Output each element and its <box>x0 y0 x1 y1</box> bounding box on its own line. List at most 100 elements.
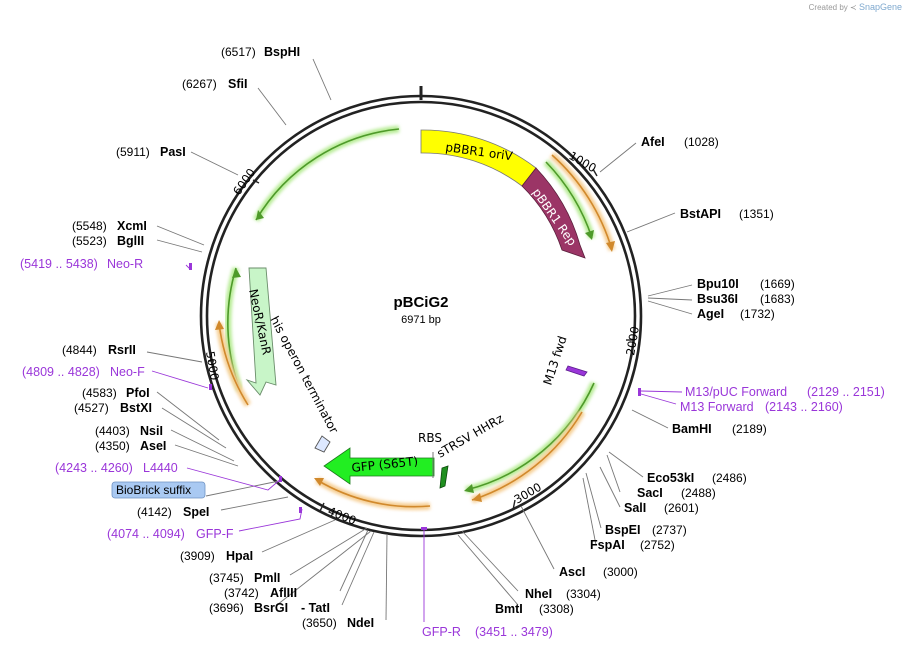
site-name-pasi[interactable]: PasI <box>160 145 186 159</box>
site-name-spei[interactable]: SpeI <box>183 505 209 519</box>
site-name-ndei[interactable]: NdeI <box>347 616 374 630</box>
site-name-bmti[interactable]: BmtI <box>495 602 523 616</box>
primer-gfp-r[interactable]: GFP-R <box>422 625 461 639</box>
primer-range: (2129 .. 2151) <box>807 385 885 399</box>
primer-l4440[interactable]: L4440 <box>143 461 178 475</box>
site-name-xcmi[interactable]: XcmI <box>117 219 147 233</box>
site-name-nhei[interactable]: NheI <box>525 587 552 601</box>
site-name-tati[interactable]: - TatI <box>301 601 330 615</box>
site-pos: (1351) <box>739 207 774 221</box>
site-pos: (3745) <box>209 571 244 585</box>
primer-neo-f[interactable]: Neo-F <box>110 365 145 379</box>
site-pos: (3000) <box>603 565 638 579</box>
site-name-asei[interactable]: AseI <box>140 439 166 453</box>
feature-pbbr1-rep[interactable] <box>521 167 586 259</box>
primer-m13-forward[interactable]: M13 Forward <box>680 400 754 414</box>
site-name-bpu10i[interactable]: Bpu10I <box>697 277 739 291</box>
site-pos: (3909) <box>180 549 215 563</box>
orf-arc-orange-bottom <box>471 411 583 501</box>
site-pos: (6517) <box>221 45 256 59</box>
primer-m13-puc-forward[interactable]: M13/pUC Forward <box>685 385 787 399</box>
tick-label-2000: 2000 <box>623 325 642 356</box>
orf-arc-orange-right <box>551 154 613 251</box>
tick-4000 <box>319 502 325 512</box>
orf-arc-bottom-right <box>465 382 595 491</box>
site-name-nsii[interactable]: NsiI <box>140 424 163 438</box>
site-pos: (4142) <box>137 505 172 519</box>
credit-brand: SnapGene <box>858 2 902 12</box>
site-pos: (2488) <box>681 486 716 500</box>
right-sites: AfeI (1028) BstAPI (1351) Bpu10I (1669) … <box>495 135 795 616</box>
primer-range: (5419 .. 5438) <box>20 257 98 271</box>
site-name-afei[interactable]: AfeI <box>641 135 665 149</box>
site-pos: (3308) <box>539 602 574 616</box>
primer-neo-r[interactable]: Neo-R <box>107 257 143 271</box>
feature-gfp[interactable] <box>323 447 435 485</box>
leader-lines <box>146 58 693 622</box>
site-name-eco53ki[interactable]: Eco53kI <box>647 471 694 485</box>
primer-range: (4074 .. 4094) <box>107 527 185 541</box>
site-pos: (3696) <box>209 601 244 615</box>
tick-label-4000: 4000 <box>326 504 358 528</box>
primers: (5419 .. 5438) Neo-R (4809 .. 4828) Neo-… <box>20 257 885 639</box>
site-name-hpai[interactable]: HpaI <box>226 549 253 563</box>
feature-neor-kanr[interactable] <box>245 267 277 396</box>
biobrick-label: BioBrick suffix <box>116 483 191 497</box>
feature-hhrz[interactable] <box>439 465 449 489</box>
feature-his-terminator[interactable] <box>314 435 331 453</box>
tick-3000 <box>512 499 516 511</box>
biobrick-suffix[interactable]: BioBrick suffix <box>111 481 206 499</box>
site-name-pfoi[interactable]: PfoI <box>126 386 150 400</box>
primer-gfp-f[interactable]: GFP-F <box>196 527 234 541</box>
site-name-afliii[interactable]: AflIII <box>270 586 297 600</box>
site-pos: (1683) <box>760 292 795 306</box>
site-pos: (2601) <box>664 501 699 515</box>
tick-6000 <box>252 179 260 184</box>
snapgene-logo-icon: ≺ <box>850 3 857 12</box>
site-pos: (2737) <box>652 523 687 537</box>
site-name-bspei[interactable]: BspEI <box>605 523 640 537</box>
site-pos: (2752) <box>640 538 675 552</box>
primer-range: (2143 .. 2160) <box>765 400 843 414</box>
site-name-bsphi[interactable]: BspHI <box>264 45 300 59</box>
site-name-sfii[interactable]: SfiI <box>228 77 247 91</box>
site-name-pmli[interactable]: PmlI <box>254 571 280 585</box>
site-pos: (4350) <box>95 439 130 453</box>
site-name-bsrgi[interactable]: BsrGI <box>254 601 288 615</box>
site-pos: (2189) <box>732 422 767 436</box>
site-name-bglii[interactable]: BglII <box>117 234 144 248</box>
site-name-saci[interactable]: SacI <box>637 486 663 500</box>
site-name-bstapi[interactable]: BstAPI <box>680 207 721 221</box>
site-pos: (4403) <box>95 424 130 438</box>
site-pos: (6267) <box>182 77 217 91</box>
site-name-bsu36i[interactable]: Bsu36I <box>697 292 738 306</box>
site-pos: (2486) <box>712 471 747 485</box>
site-pos: (4844) <box>62 343 97 357</box>
site-name-asci[interactable]: AscI <box>559 565 585 579</box>
feature-label-rbs: RBS <box>418 431 442 445</box>
site-name-rsrii[interactable]: RsrII <box>108 343 136 357</box>
feature-label-hhrz: sTRSV HHRz <box>435 411 506 460</box>
site-name-sali[interactable]: SalI <box>624 501 646 515</box>
feature-label-gfp: GFP (S65T) <box>351 454 419 475</box>
site-pos: (3742) <box>224 586 259 600</box>
site-name-bstxi[interactable]: BstXI <box>120 401 152 415</box>
feature-m13-fwd[interactable] <box>565 365 588 377</box>
site-name-fspai[interactable]: FspAI <box>590 538 625 552</box>
site-pos: (4583) <box>82 386 117 400</box>
site-pos: (5523) <box>72 234 107 248</box>
tick-1000 <box>592 168 598 177</box>
site-pos: (3304) <box>566 587 601 601</box>
site-pos: (4527) <box>74 401 109 415</box>
plasmid-name: pBCiG2 <box>393 294 448 311</box>
site-name-bamhi[interactable]: BamHI <box>672 422 712 436</box>
orf-arcs <box>215 125 616 511</box>
site-name-agei[interactable]: AgeI <box>697 307 724 321</box>
primer-range: (3451 .. 3479) <box>475 625 553 639</box>
primer-range: (4809 .. 4828) <box>22 365 100 379</box>
feature-label-terminator: his operon terminator <box>267 314 341 436</box>
site-pos: (1669) <box>760 277 795 291</box>
site-pos: (1028) <box>684 135 719 149</box>
left-sites: (6517) BspHI (6267) SfiI (5911) PasI (55… <box>62 45 374 630</box>
